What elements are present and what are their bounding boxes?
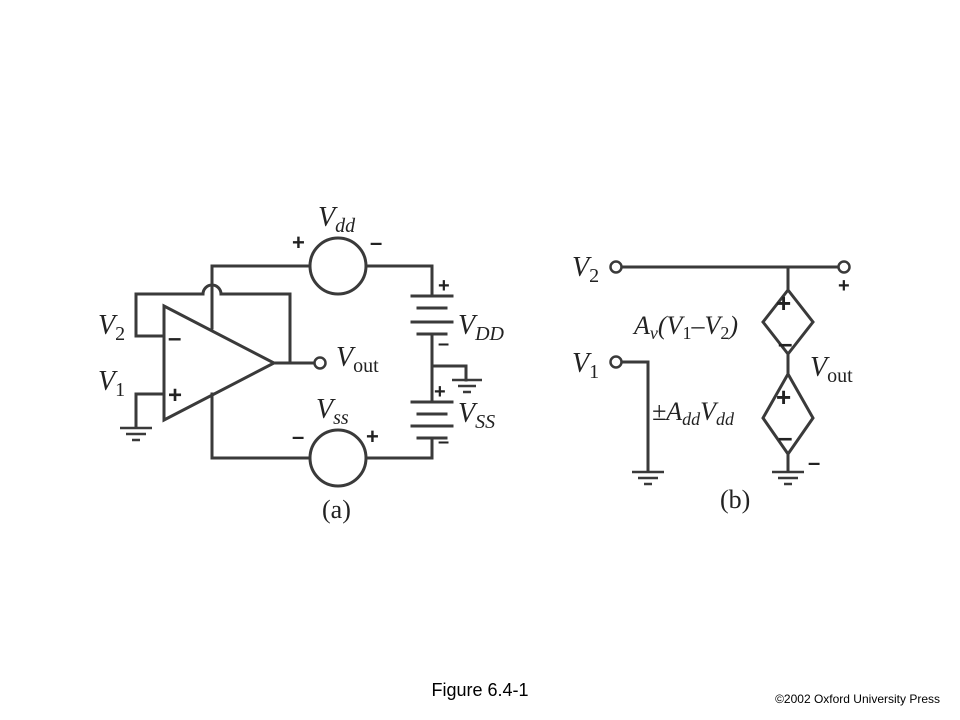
wire-bottom-right: [364, 436, 434, 460]
label-vss: Vss: [316, 394, 349, 429]
vDD-plus-sign: +: [438, 275, 450, 297]
label-supply-gain: ±AddVdd: [652, 397, 735, 429]
label-v1-a: V1: [98, 366, 125, 401]
terminal-vout-b: [837, 260, 851, 274]
vdd-minus-sign: –: [370, 230, 382, 255]
ground-symbol-b-left: [632, 470, 664, 486]
wire-top-rail: [210, 264, 312, 330]
source-vss: [308, 428, 368, 488]
vss-minus-sign: –: [292, 424, 304, 449]
sublabel-b: (b): [720, 485, 750, 514]
figure-caption: Figure 6.4-1: [431, 680, 529, 700]
label-vDD: VDD: [458, 310, 505, 345]
wire-feedback: [134, 283, 292, 365]
ground-symbol-b-right: [772, 470, 804, 486]
terminal-vout-a: [313, 356, 327, 370]
wire-bottom-rail: [210, 392, 312, 460]
sublabel-a: (a): [322, 495, 351, 524]
op-amp-triangle: [162, 303, 278, 423]
source-vdd: [308, 236, 368, 296]
ground-symbol-a-left: [120, 426, 152, 442]
label-v2-b: V2: [572, 252, 599, 287]
vSS-plus-sign: +: [434, 381, 446, 403]
label-vSS: VSS: [458, 398, 495, 433]
label-gain: Av(V1–V2): [632, 311, 738, 343]
label-vdd: Vdd: [318, 202, 356, 237]
label-vout-b: Vout: [810, 352, 853, 387]
add-minus-sign: –: [778, 422, 792, 452]
vout-b-plus-sign: +: [838, 275, 850, 297]
label-v1-b: V1: [572, 348, 599, 383]
opamp-minus-sign: –: [168, 325, 181, 352]
terminal-v1-b: [609, 355, 623, 369]
circuit-a: – + + – – + + – + – Vdd Vss VDD VSS V2 V…: [98, 202, 505, 524]
wire-top-right: [364, 264, 434, 298]
add-plus-sign: +: [776, 382, 791, 412]
av-minus-sign: –: [778, 328, 792, 358]
label-v2-a: V2: [98, 310, 125, 345]
copyright-notice: ©2002 Oxford University Press: [775, 692, 940, 706]
label-vout-a: Vout: [336, 342, 379, 377]
vout-b-minus-sign: –: [808, 450, 820, 475]
vSS-minus-sign: –: [438, 431, 449, 453]
vss-plus-sign: +: [366, 424, 379, 449]
opamp-plus-sign: +: [168, 382, 182, 409]
vdd-plus-sign: +: [292, 230, 305, 255]
ground-symbol-a-right: [452, 378, 482, 394]
wire-ground-tap: [430, 364, 468, 382]
vDD-minus-sign: –: [438, 333, 449, 355]
wire-v1-ground: [620, 360, 650, 472]
terminal-v2-b: [609, 260, 623, 274]
circuit-b: + – + – + – V2 V1 Vout Av(V1–V2) ±AddVdd…: [572, 252, 853, 514]
wire-v1-input: [134, 392, 166, 428]
av-plus-sign: +: [776, 288, 791, 318]
